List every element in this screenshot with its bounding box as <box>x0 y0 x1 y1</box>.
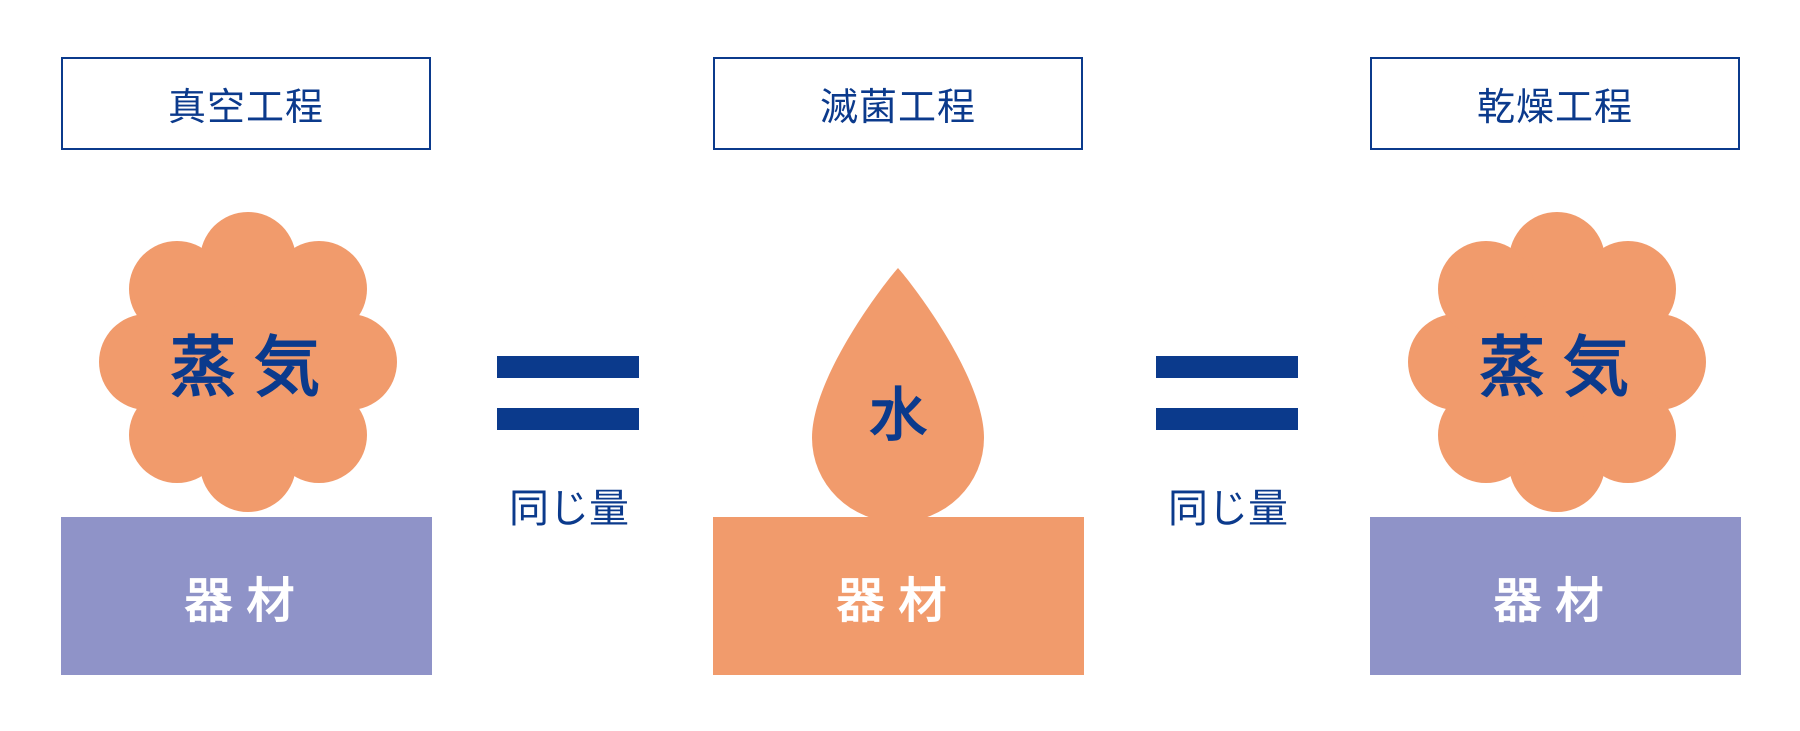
equipment-label: 器材 <box>1493 573 1618 629</box>
equipment-label: 器材 <box>184 573 309 629</box>
steam-cloud-right: 蒸気 <box>1403 212 1711 512</box>
stage-title-sterilization: 滅菌工程 <box>713 57 1083 150</box>
stage-title-label: 真空工程 <box>167 85 324 129</box>
equipment-base-sterilization: 器材 <box>713 517 1084 675</box>
equals-icon <box>1156 356 1298 430</box>
equals-bar-bottom <box>497 408 639 430</box>
steam-cloud-icon <box>99 212 397 512</box>
same-amount-label: 同じ量 <box>509 486 629 532</box>
stage-title-vacuum: 真空工程 <box>61 57 431 150</box>
stage-title-label: 滅菌工程 <box>819 85 976 129</box>
equals-icon <box>497 356 639 430</box>
water-label: 水 <box>868 381 927 449</box>
steam-label: 蒸気 <box>1479 329 1647 406</box>
stage-title-label: 乾燥工程 <box>1476 85 1633 129</box>
steam-cloud-left: 蒸気 <box>94 212 402 512</box>
equipment-base-drying: 器材 <box>1370 517 1741 675</box>
water-drop-icon <box>812 268 984 518</box>
steam-cloud-icon <box>1408 212 1706 512</box>
water-drop: 水 <box>812 268 984 518</box>
same-amount-label: 同じ量 <box>1168 486 1288 532</box>
equals-bar-top <box>497 356 639 378</box>
equipment-label: 器材 <box>836 573 961 629</box>
stage-title-drying: 乾燥工程 <box>1370 57 1740 150</box>
equals-bar-top <box>1156 356 1298 378</box>
equals-bar-bottom <box>1156 408 1298 430</box>
steam-label: 蒸気 <box>170 329 338 406</box>
equipment-base-vacuum: 器材 <box>61 517 432 675</box>
